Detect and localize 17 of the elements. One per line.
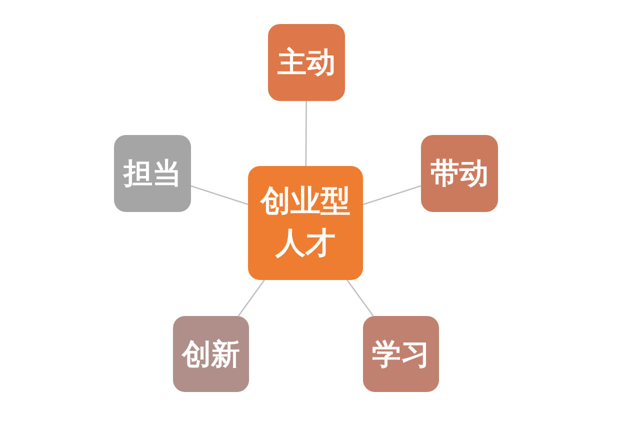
central-concept-box — [248, 166, 363, 280]
concept-box — [268, 24, 345, 101]
connector-line — [362, 185, 422, 206]
concept-box — [173, 316, 249, 392]
connector-line — [346, 280, 374, 316]
connector-line — [190, 185, 248, 206]
connector-line — [238, 280, 265, 316]
node-label: 学习 — [371, 336, 431, 372]
node-label: 主动 — [276, 45, 336, 80]
concept-box — [363, 316, 439, 392]
node-label: 创业型人才 — [258, 183, 352, 263]
concept-box — [114, 135, 191, 212]
concept-box — [421, 135, 498, 212]
connector-line — [305, 101, 307, 166]
node-label: 担当 — [122, 156, 182, 191]
node-label: 创新 — [180, 336, 241, 372]
node-label: 带动 — [430, 156, 490, 191]
